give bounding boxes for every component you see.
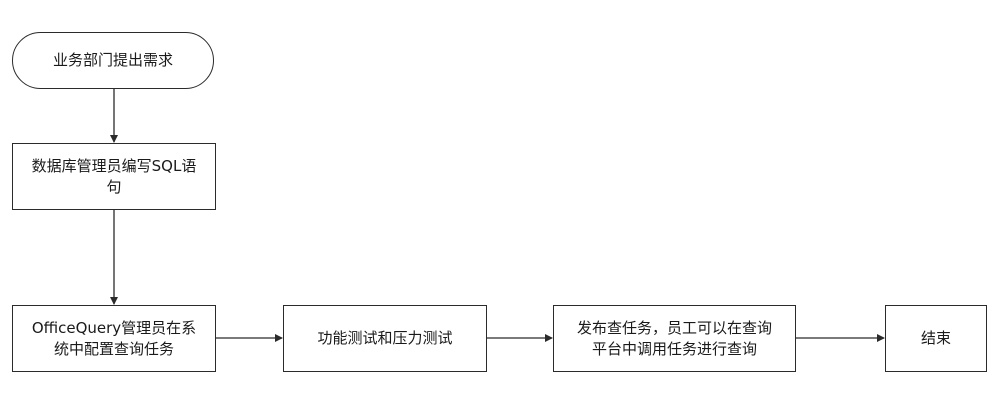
node-write-sql-line1: 数据库管理员编写SQL语 xyxy=(31,156,197,175)
node-end: 结束 xyxy=(885,305,987,372)
node-end-label: 结束 xyxy=(920,329,951,347)
node-configure-query-text: OfficeQuery管理员在系 统中配置查询任务 xyxy=(32,318,196,360)
node-publish-task-line2: 平台中调用任务进行查询 xyxy=(591,339,757,358)
node-configure-query-line1: OfficeQuery管理员在系 xyxy=(31,318,197,337)
node-configure-query-line2: 统中配置查询任务 xyxy=(53,339,174,358)
node-publish-task-line1: 发布查任务，员工可以在查询 xyxy=(576,318,772,337)
node-testing-label: 功能测试和压力测试 xyxy=(317,329,453,347)
node-configure-query: OfficeQuery管理员在系 统中配置查询任务 xyxy=(12,305,216,372)
node-testing: 功能测试和压力测试 xyxy=(283,305,487,372)
node-publish-task-text: 发布查任务，员工可以在查询 平台中调用任务进行查询 xyxy=(577,318,772,360)
node-start-label: 业务部门提出需求 xyxy=(52,51,173,69)
node-start-terminal: 业务部门提出需求 xyxy=(12,32,214,89)
node-publish-task: 发布查任务，员工可以在查询 平台中调用任务进行查询 xyxy=(553,305,796,372)
node-write-sql: 数据库管理员编写SQL语 句 xyxy=(12,143,216,210)
node-write-sql-line2: 句 xyxy=(106,177,122,196)
node-write-sql-text: 数据库管理员编写SQL语 句 xyxy=(32,156,197,198)
